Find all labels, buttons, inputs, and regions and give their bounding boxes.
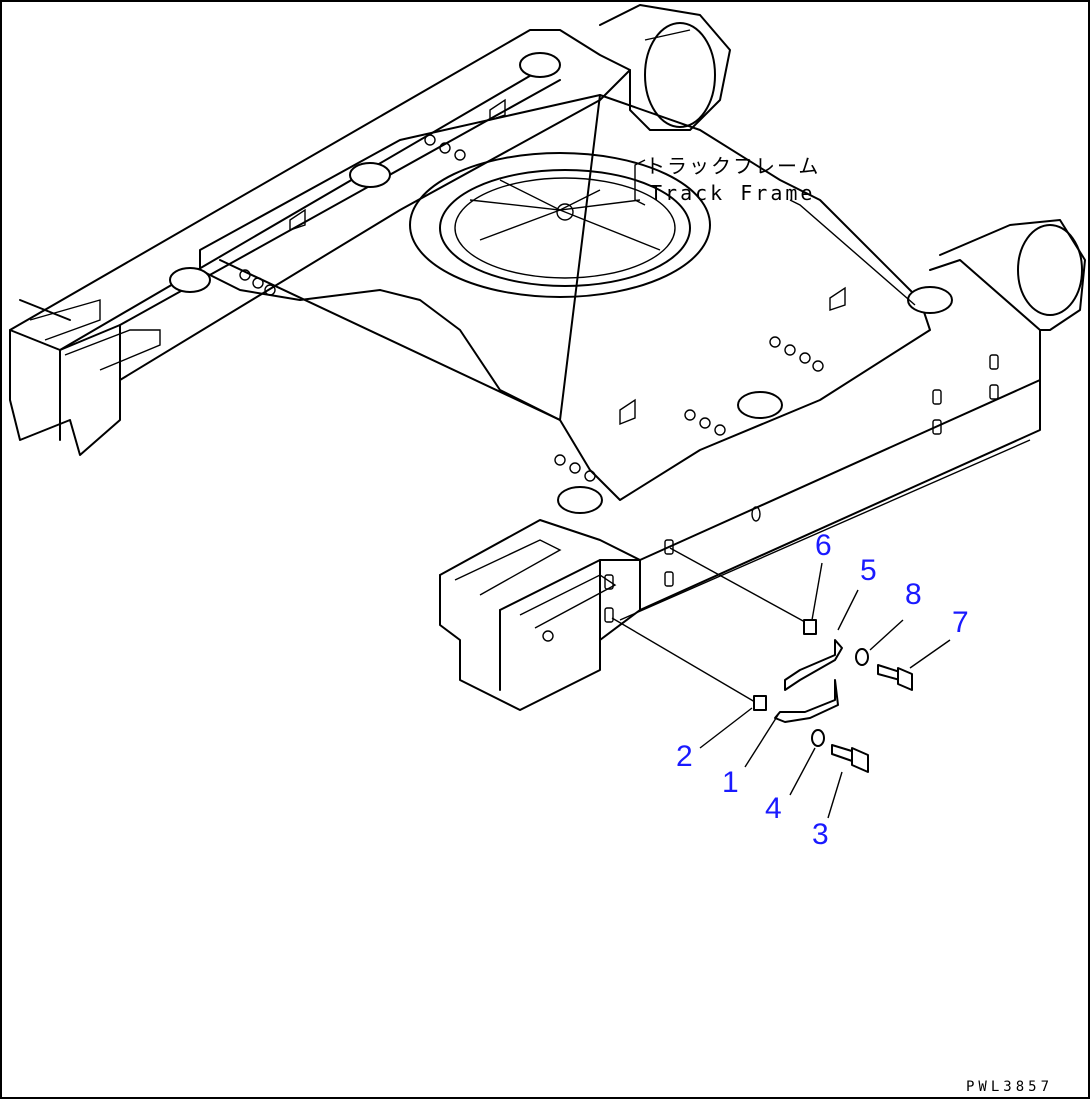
exploded-parts [611, 547, 951, 819]
part-2-shape [753, 695, 767, 711]
part-7-shape [877, 664, 901, 681]
callout-7: 7 [952, 606, 969, 639]
callout-8: 8 [905, 578, 922, 611]
callout-5: 5 [860, 554, 877, 587]
callout-3: 3 [812, 818, 829, 851]
callout-2: 2 [676, 740, 693, 773]
part-4-shape [811, 729, 825, 747]
label-en: Track Frame [650, 181, 815, 205]
part-6-shape [803, 619, 817, 635]
callout-4: 4 [765, 792, 782, 825]
callout-1: 1 [722, 766, 739, 799]
part-8-shape [855, 648, 869, 666]
track-frame [9, 4, 1086, 711]
label-jp: トラックフレーム [645, 154, 820, 178]
drawing-code: PWL3857 [966, 1079, 1053, 1095]
callout-6: 6 [815, 529, 832, 562]
part-5-shape [784, 639, 843, 691]
part-1-shape [774, 679, 839, 723]
track-frame-label [634, 159, 916, 306]
